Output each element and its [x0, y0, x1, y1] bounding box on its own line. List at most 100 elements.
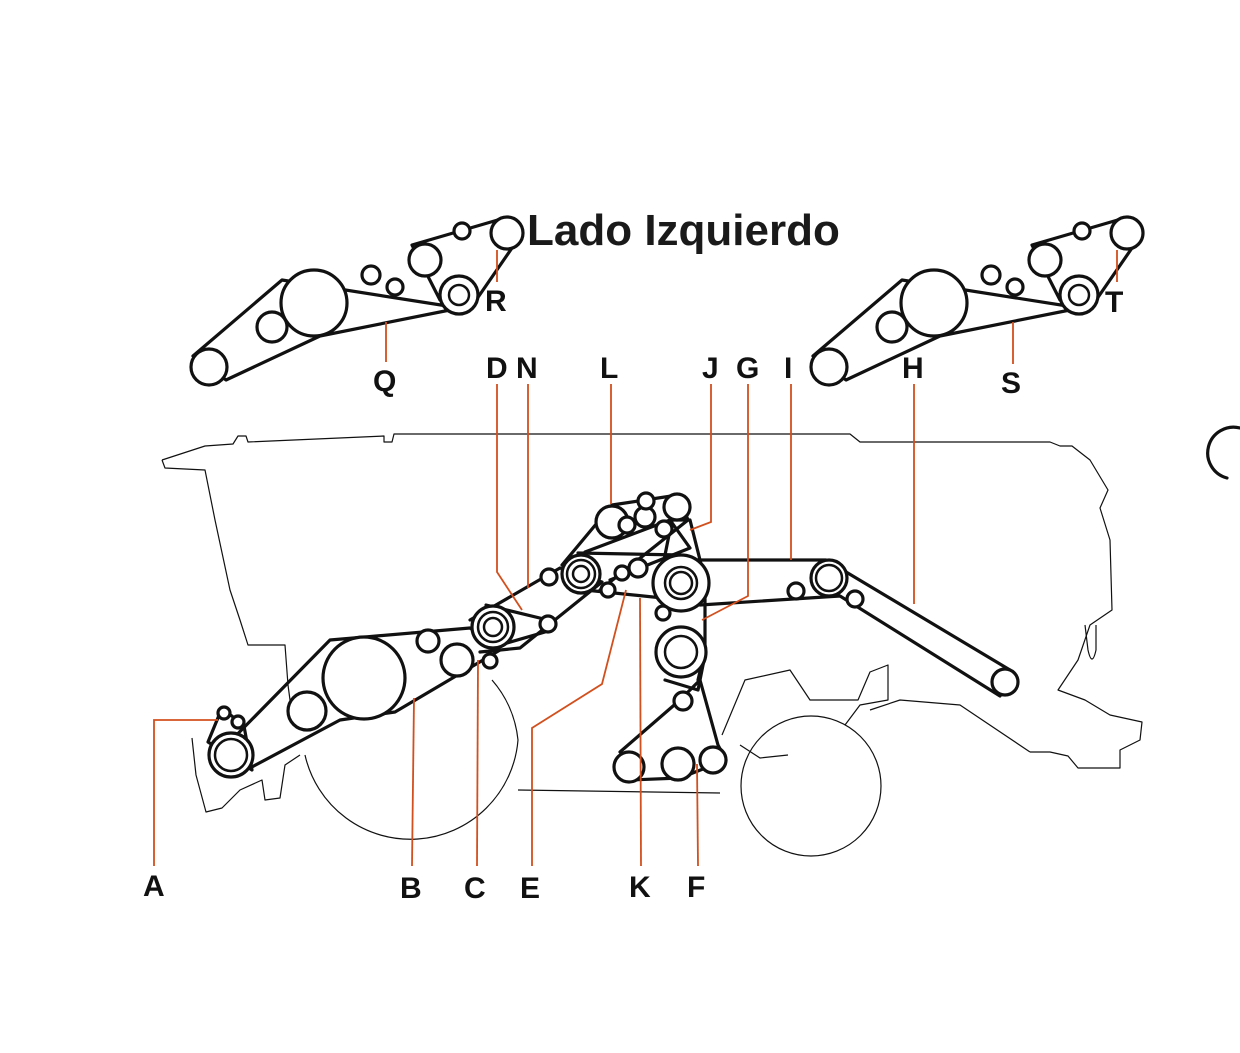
pulley [662, 492, 692, 522]
leader-b [411, 697, 415, 867]
chassis-line [517, 789, 721, 794]
pulley [1058, 274, 1100, 316]
pulley [617, 515, 637, 535]
pulley [360, 264, 382, 286]
pulley [599, 581, 617, 599]
belt-j [583, 518, 692, 582]
label-d: D [486, 352, 508, 385]
label-r: R [485, 285, 507, 318]
pulley [216, 705, 232, 721]
label-f: F [687, 871, 705, 904]
label-n: N [516, 352, 538, 385]
label-t: T [1105, 286, 1123, 319]
pulley [286, 690, 328, 732]
pulley [654, 519, 674, 539]
belt-t [1030, 215, 1134, 308]
leader-lines [153, 250, 1118, 867]
leader-f [696, 763, 699, 867]
pulley [230, 714, 246, 730]
label-k: K [629, 871, 651, 904]
pulley [385, 277, 405, 297]
pulley [255, 310, 289, 344]
label-i: I [784, 352, 792, 385]
rear-frame [739, 699, 1031, 759]
pulley [654, 604, 672, 622]
leader-e [531, 589, 627, 866]
pulley [786, 581, 806, 601]
pulley [1109, 215, 1145, 251]
pulley [489, 215, 525, 251]
leader-g [701, 384, 749, 621]
pulley-hub [668, 570, 694, 596]
pulley [481, 652, 499, 670]
partial-pulley [1206, 425, 1240, 480]
pulley-hub [1067, 283, 1091, 307]
pulley-hub [565, 558, 597, 590]
label-q: Q [373, 365, 396, 398]
pulley [980, 264, 1002, 286]
pulley [452, 221, 472, 241]
rear-hitch [1084, 624, 1097, 660]
label-g: G [736, 352, 759, 385]
pulley [439, 642, 475, 678]
main-belt-drive [206, 491, 1020, 784]
pulley [845, 589, 865, 609]
pulley [612, 750, 646, 784]
pulley [539, 567, 559, 587]
pulley-hub [663, 634, 699, 670]
pulley [990, 667, 1020, 697]
leader-k [639, 597, 642, 867]
inset-right-belt-drive [809, 215, 1145, 387]
pulley-hub [571, 564, 591, 584]
pulley [636, 491, 656, 511]
pulley [321, 635, 407, 721]
pulley [651, 553, 711, 613]
pulley [654, 625, 708, 679]
pulley [660, 746, 696, 782]
leader-j [689, 384, 712, 531]
pulley [899, 268, 969, 338]
pulley-hub [663, 565, 699, 601]
belt-r [410, 215, 514, 308]
belt-labels: Q R S T D N L J G I H A B C E K F [143, 285, 1123, 905]
pulley [538, 614, 558, 634]
pulley [407, 242, 443, 278]
label-s: S [1001, 367, 1021, 400]
label-a: A [143, 870, 165, 903]
pulley-hub [814, 563, 844, 593]
pulley [1027, 242, 1063, 278]
label-l: L [600, 352, 618, 385]
pulley [698, 745, 728, 775]
rear-wheel [740, 715, 882, 857]
pulley [809, 347, 849, 387]
pulley-hub [476, 610, 510, 644]
leader-c [476, 659, 479, 867]
pulley-hub [482, 616, 504, 638]
belt-c [468, 566, 604, 654]
pulley [613, 564, 631, 582]
rear-axle-frame [721, 664, 889, 736]
pulley-hub [213, 737, 249, 773]
pulley [1072, 221, 1092, 241]
body-outline [161, 433, 1143, 769]
pulley [875, 310, 909, 344]
label-b: B [400, 872, 422, 905]
pulley [627, 557, 649, 579]
inset-left-belt-drive [189, 215, 525, 387]
feeder-housing [191, 737, 301, 813]
pulley [279, 268, 349, 338]
label-e: E [520, 872, 540, 905]
front-wheel [304, 679, 519, 840]
leader-a [153, 719, 218, 866]
combine-harvester-outline [161, 433, 1143, 857]
pulley [189, 347, 229, 387]
label-h: H [902, 352, 924, 385]
diagram-title: Lado Izquierdo [527, 206, 840, 255]
front-hood [161, 459, 291, 701]
pulley [415, 628, 441, 654]
pulley [438, 274, 480, 316]
label-c: C [464, 872, 486, 905]
pulley [672, 690, 694, 712]
leader-d [496, 384, 523, 611]
